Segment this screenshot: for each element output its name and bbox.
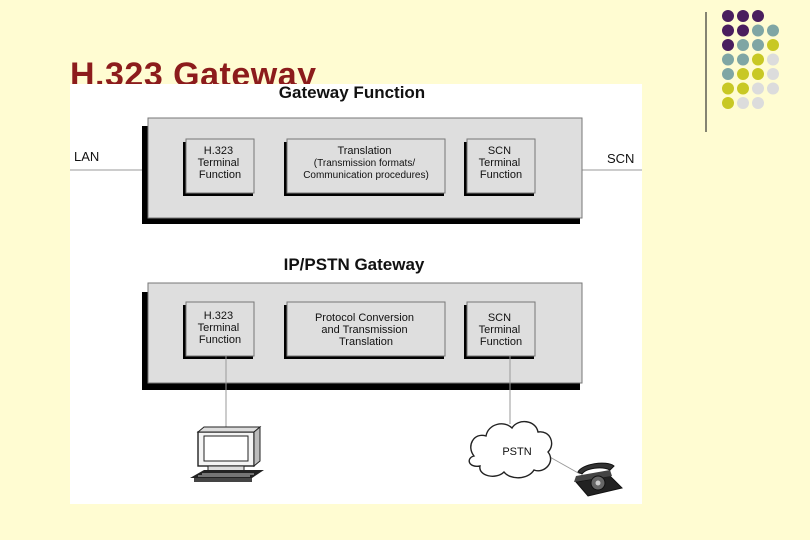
- gf-translation-box: Translation (Transmission formats/ Commu…: [284, 138, 446, 196]
- decorative-dot: [737, 24, 749, 37]
- ip-box1-face: [185, 301, 255, 357]
- ip-box2-face: [286, 301, 446, 357]
- decorative-dot: [767, 82, 779, 95]
- ip-box3-line1: SCN: [488, 312, 511, 324]
- decorative-dot: [737, 68, 749, 80]
- computer-terminal-icon: [190, 425, 264, 482]
- svg-text:H.323 Terminal: H.323 Terminal Function: [198, 310, 243, 346]
- decorative-dot-grid: [705, 10, 779, 132]
- decorative-dot: [722, 10, 734, 22]
- gf-box3-line1: SCN: [488, 145, 511, 157]
- ip-box3-face: [466, 301, 536, 357]
- gf-box1-line1: H.323: [204, 145, 233, 157]
- telephone-icon: [574, 462, 623, 497]
- cloud-shape: [468, 421, 553, 479]
- scn-label: SCN: [607, 151, 634, 166]
- phone-handset: [577, 462, 615, 475]
- gateway-function-title: Gateway Function: [279, 84, 425, 102]
- gf-box2-line3: Communication procedures): [303, 170, 429, 181]
- ip-box2-line1: Protocol Conversion: [315, 312, 414, 324]
- svg-text:Translation (Transmi: Translation (Transmission formats/ Commu…: [303, 145, 429, 181]
- decorative-dot: [752, 10, 764, 22]
- ip-box1-line1: H.323: [204, 310, 233, 322]
- lan-label: LAN: [74, 149, 99, 164]
- decorative-dot: [722, 82, 734, 95]
- decorative-dot: [752, 68, 764, 80]
- ip-scn-terminal-box: SCN Terminal Function: [464, 301, 536, 359]
- decorative-dot: [722, 53, 734, 66]
- keyboard-front: [194, 478, 252, 482]
- gf-scn-terminal-box: SCN Terminal Function: [464, 138, 536, 196]
- pstn-to-phone-line: [547, 455, 581, 475]
- decorative-dot: [752, 97, 764, 109]
- pstn-label: PSTN: [502, 446, 531, 458]
- ip-pstn-gateway-block: H.323 Terminal Function Protocol Convers…: [142, 282, 583, 390]
- decorative-dot: [737, 39, 749, 51]
- ip-box1-line2: Terminal: [198, 322, 240, 334]
- keyboard-keys: [198, 473, 254, 477]
- gf-box2-line1: Translation: [337, 145, 391, 157]
- svg-text:SCN Terminal: SCN Terminal Function: [479, 145, 524, 181]
- ip-box3-line2: Terminal: [479, 324, 521, 336]
- phone-dial-center: [595, 480, 601, 486]
- decorative-dot: [752, 39, 764, 51]
- decorative-dot: [737, 97, 749, 109]
- gf-box3-line2: Terminal: [479, 157, 521, 169]
- svg-text:SCN Terminal: SCN Terminal Function: [479, 312, 524, 348]
- gateway-diagram: Gateway Function LAN SCN H.323 Terminal …: [70, 84, 642, 497]
- gf-box2-line2: (Transmission formats/: [314, 158, 416, 169]
- svg-text:H.323 Terminal: H.323 Terminal Function: [198, 145, 243, 181]
- ip-box3-line3: Function: [480, 336, 522, 348]
- decorative-dot: [722, 24, 734, 37]
- decorative-dot: [722, 68, 734, 80]
- decorative-dot: [767, 24, 779, 37]
- phone-base-top: [574, 470, 612, 482]
- ip-h323-terminal-box: H.323 Terminal Function: [183, 301, 255, 359]
- monitor-top: [196, 426, 262, 433]
- decorative-dot: [752, 53, 764, 66]
- gf-box3-line3: Function: [480, 169, 522, 181]
- decorative-dot: [752, 82, 764, 95]
- gf-box2-face: [286, 138, 446, 194]
- decorative-dot: [767, 53, 779, 66]
- ip-protocol-conversion-box: Protocol Conversion and Transmission Tra…: [284, 301, 446, 359]
- ip-box2-line3: Translation: [339, 336, 393, 348]
- pstn-cloud-icon: PSTN: [468, 421, 553, 479]
- ip-box2-line2: and Transmission: [321, 324, 407, 336]
- ip-pstn-gateway-title: IP/PSTN Gateway: [284, 255, 425, 274]
- decorative-dot: [767, 68, 779, 80]
- decorative-dot: [767, 39, 779, 51]
- svg-text:Protocol Conversion: Protocol Conversion and Transmission Tra…: [315, 312, 417, 348]
- gf-box1-face: [185, 138, 255, 194]
- monitor-side: [253, 425, 261, 468]
- diagram-panel: Gateway Function LAN SCN H.323 Terminal …: [70, 84, 642, 504]
- decorative-dot: [737, 53, 749, 66]
- ip-box1-line3: Function: [199, 334, 241, 346]
- dot-grid: [722, 10, 779, 109]
- decorative-dot: [722, 97, 734, 109]
- gf-box1-line3: Function: [199, 169, 241, 181]
- gateway-function-block: H.323 Terminal Function Translation (Tra…: [142, 117, 583, 224]
- decorative-dot: [722, 39, 734, 51]
- gf-h323-terminal-box: H.323 Terminal Function: [183, 138, 255, 196]
- gf-box1-line2: Terminal: [198, 157, 240, 169]
- monitor-screen: [203, 435, 249, 462]
- decorative-dot: [752, 24, 764, 37]
- gf-box3-face: [466, 138, 536, 194]
- decorative-dot: [737, 82, 749, 95]
- decorative-dot: [737, 10, 749, 22]
